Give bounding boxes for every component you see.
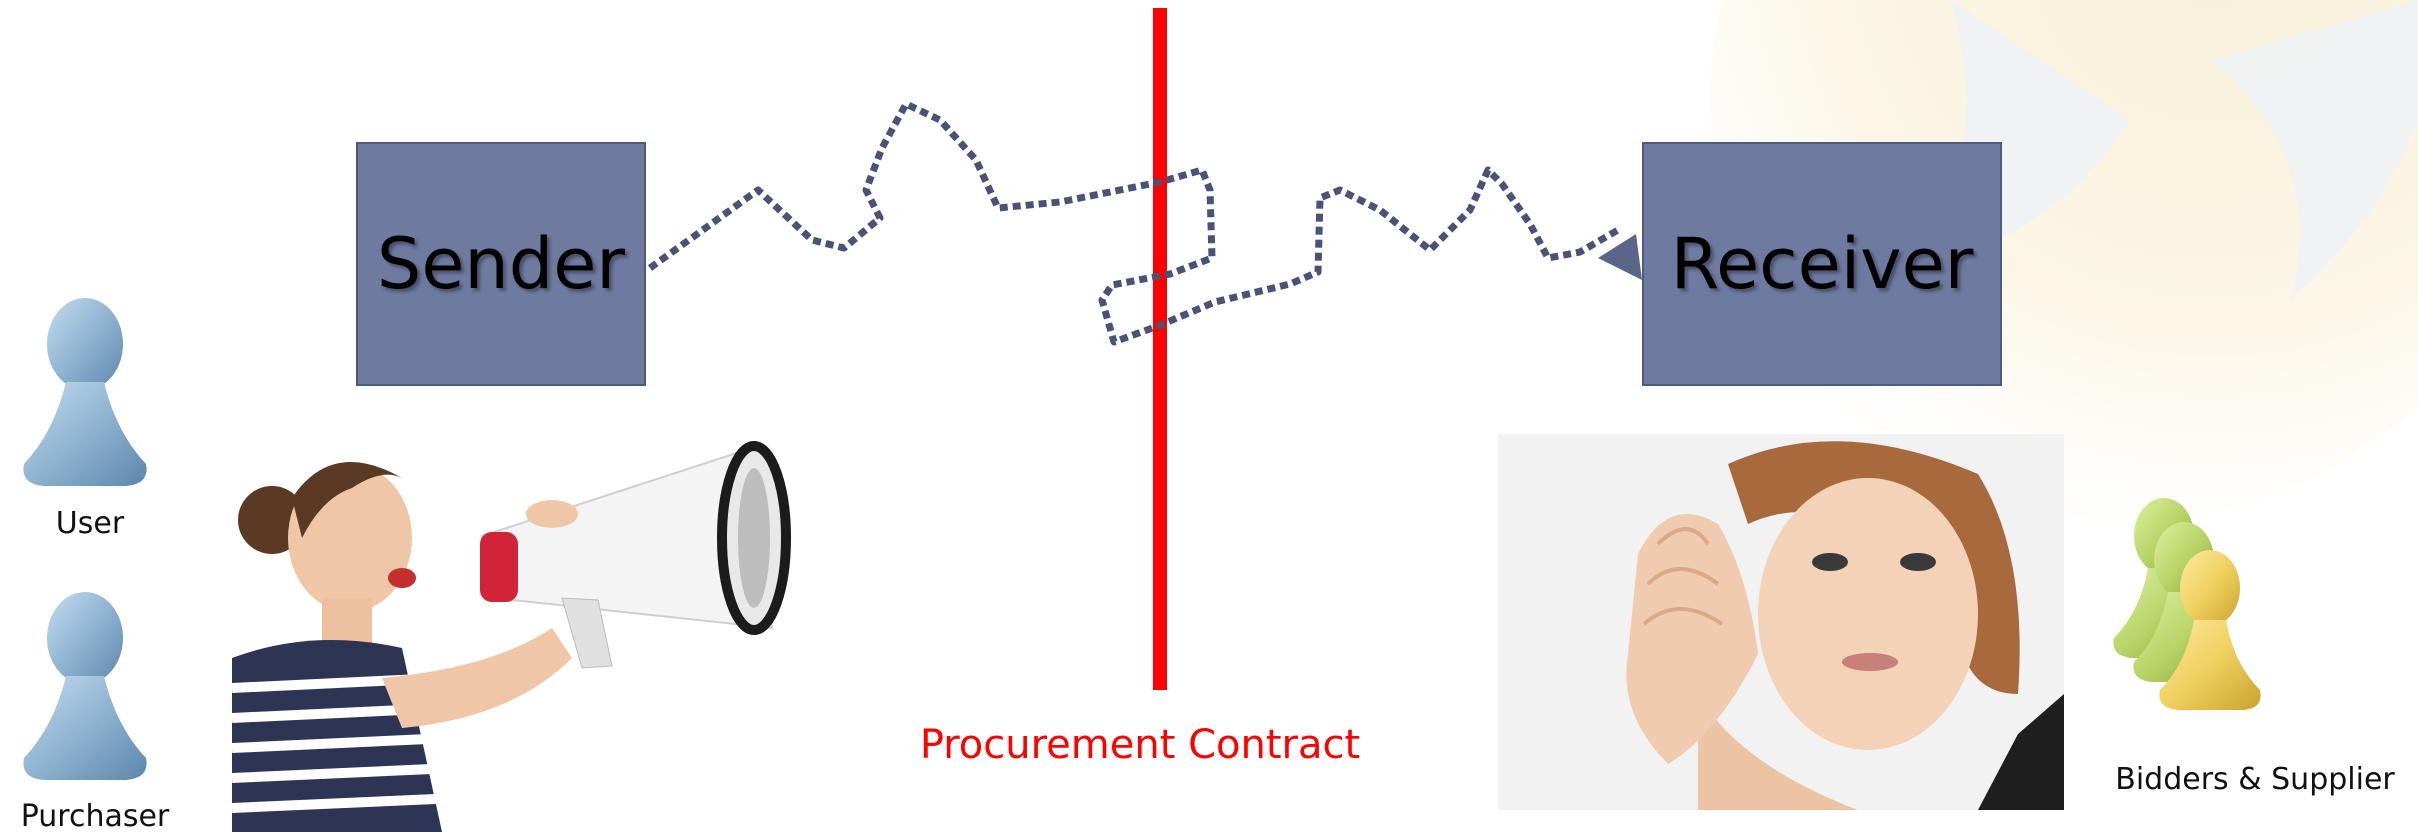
sender-block: Sender bbox=[356, 142, 646, 386]
arrowhead-icon bbox=[1598, 234, 1642, 280]
group-figures-icon bbox=[2113, 498, 2261, 710]
bidders-supplier-label: Bidders & Supplier bbox=[2115, 762, 2395, 797]
purchaser-label: Purchaser bbox=[20, 799, 170, 832]
receiver-label: Receiver bbox=[1670, 223, 1974, 305]
receiver-block: Receiver bbox=[1642, 142, 2002, 386]
person-figure-icon bbox=[23, 592, 147, 780]
person-figure-icon bbox=[23, 298, 147, 486]
listening-woman-photo bbox=[1498, 434, 2064, 810]
megaphone-woman-photo bbox=[232, 428, 802, 832]
procurement-contract-label: Procurement Contract bbox=[919, 722, 1361, 768]
communication-path bbox=[647, 100, 1620, 346]
user-label: User bbox=[55, 506, 125, 541]
sender-label: Sender bbox=[376, 223, 626, 305]
